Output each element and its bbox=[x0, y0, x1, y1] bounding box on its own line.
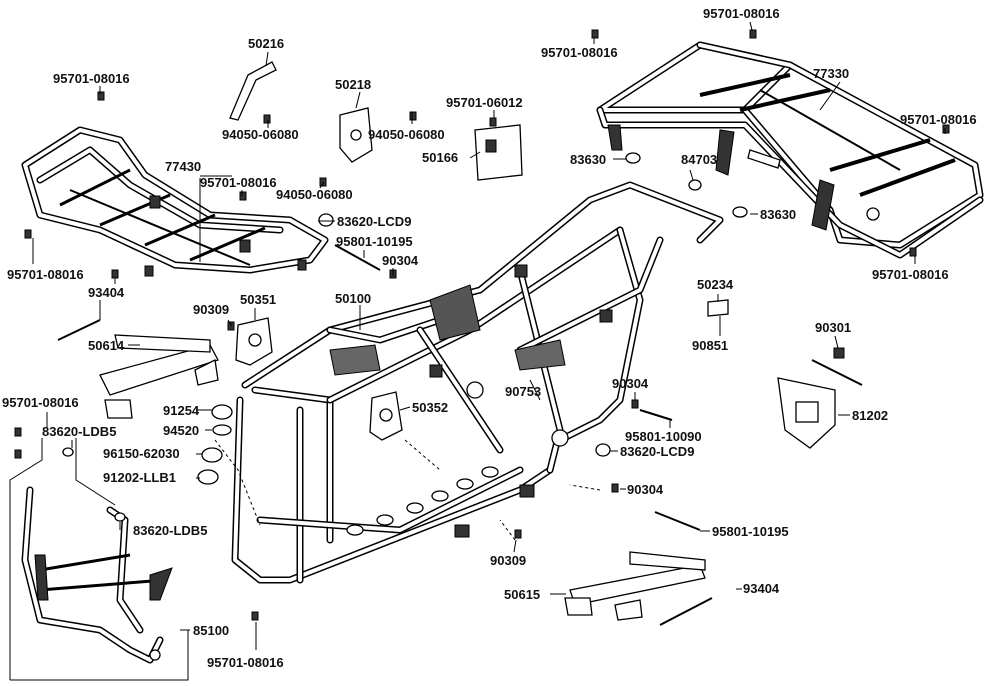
label-50100: 50100 bbox=[335, 291, 371, 306]
small-parts bbox=[14, 29, 950, 626]
label-77330: 77330 bbox=[813, 66, 849, 81]
label-50216: 50216 bbox=[248, 36, 284, 51]
label-95701-08016-mid-left: 95701-08016 bbox=[200, 175, 277, 190]
label-85100: 85100 bbox=[193, 623, 229, 638]
label-94050-06080-b: 94050-06080 bbox=[368, 127, 445, 142]
label-95801-10195-b: 95801-10195 bbox=[712, 524, 789, 539]
label-83620-ldb5-a: 83620-LDB5 bbox=[42, 424, 116, 439]
label-91202-llb1: 91202-LLB1 bbox=[103, 470, 176, 485]
label-96150-62030: 96150-62030 bbox=[103, 446, 180, 461]
label-83630-b: 83630 bbox=[760, 207, 796, 222]
main-frame-50100 bbox=[231, 181, 724, 584]
label-95701-06012: 95701-06012 bbox=[446, 95, 523, 110]
label-95801-10195-a: 95801-10195 bbox=[336, 234, 413, 249]
footrest-50615 bbox=[564, 551, 706, 621]
label-95701-08016-right: 95701-08016 bbox=[900, 112, 977, 127]
label-93404-b: 93404 bbox=[743, 581, 780, 596]
label-95801-10090: 95801-10090 bbox=[625, 429, 702, 444]
label-90753: 90753 bbox=[505, 384, 541, 399]
label-50352: 50352 bbox=[412, 400, 448, 415]
label-77430: 77430 bbox=[165, 159, 201, 174]
label-90309-a: 90309 bbox=[193, 302, 229, 317]
label-94050-06080-a: 94050-06080 bbox=[222, 127, 299, 142]
label-91254: 91254 bbox=[163, 403, 200, 418]
label-84703: 84703 bbox=[681, 152, 717, 167]
front-carrier-77430 bbox=[21, 126, 329, 277]
label-50166: 50166 bbox=[422, 150, 458, 165]
label-90304-b: 90304 bbox=[612, 376, 649, 391]
label-90304-a: 90304 bbox=[382, 253, 419, 268]
label-95701-08016-top-right: 95701-08016 bbox=[703, 6, 780, 21]
label-50615: 50615 bbox=[504, 587, 540, 602]
label-83630-a: 83630 bbox=[570, 152, 606, 167]
footrest-50614 bbox=[99, 334, 219, 419]
label-90304-c: 90304 bbox=[627, 482, 664, 497]
label-50234: 50234 bbox=[697, 277, 734, 292]
label-90851: 90851 bbox=[692, 338, 728, 353]
label-95701-08016-right-low: 95701-08016 bbox=[872, 267, 949, 282]
label-93404-a: 93404 bbox=[88, 285, 125, 300]
label-94520: 94520 bbox=[163, 423, 199, 438]
label-90301: 90301 bbox=[815, 320, 851, 335]
label-83620-lcd9-a: 83620-LCD9 bbox=[337, 214, 411, 229]
rear-carrier-77330 bbox=[596, 41, 984, 259]
label-83620-lcd9-b: 83620-LCD9 bbox=[620, 444, 694, 459]
part-labels: 50216 95701-08016 95701-08016 95701-0801… bbox=[2, 6, 977, 670]
label-95701-08016-top-left: 95701-08016 bbox=[53, 71, 130, 86]
label-50614: 50614 bbox=[88, 338, 125, 353]
label-95701-08016-left: 95701-08016 bbox=[7, 267, 84, 282]
label-50351: 50351 bbox=[240, 292, 276, 307]
leader-lines bbox=[32, 21, 946, 650]
label-95701-08016-bottom: 95701-08016 bbox=[207, 655, 284, 670]
label-83620-ldb5-b: 83620-LDB5 bbox=[133, 523, 207, 538]
label-50218: 50218 bbox=[335, 77, 371, 92]
label-95701-08016-lower-left: 95701-08016 bbox=[2, 395, 79, 410]
label-94050-06080-c: 94050-06080 bbox=[276, 187, 353, 202]
label-81202: 81202 bbox=[852, 408, 888, 423]
label-95701-08016-top-mid: 95701-08016 bbox=[541, 45, 618, 60]
label-90309-b: 90309 bbox=[490, 553, 526, 568]
